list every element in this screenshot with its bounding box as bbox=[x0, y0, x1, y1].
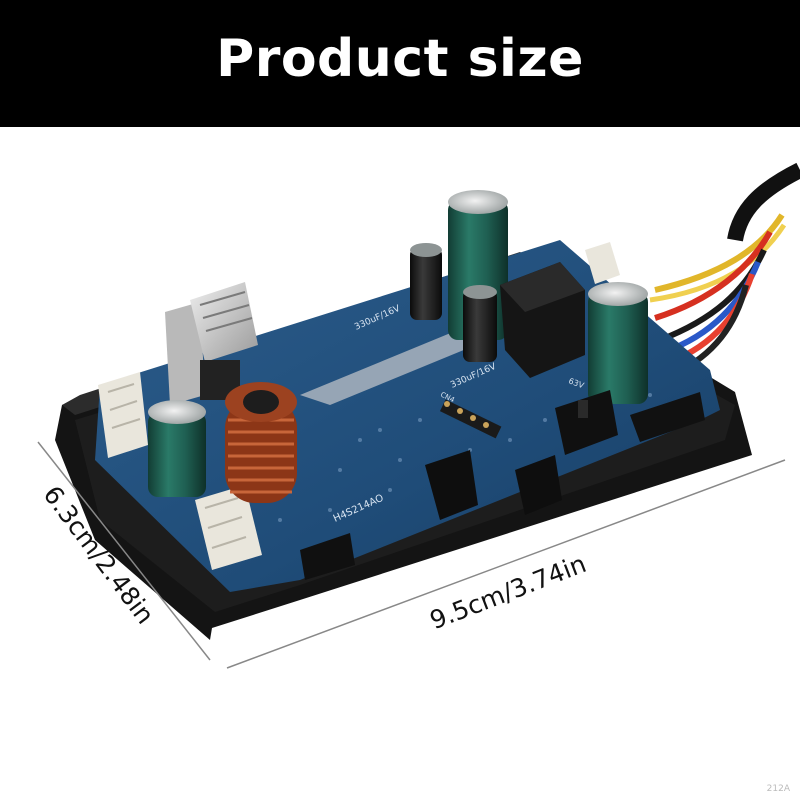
relay bbox=[500, 262, 585, 378]
height-dimension-line bbox=[37, 441, 211, 661]
width-dimension-label: 9.5cm/3.74in bbox=[426, 549, 590, 635]
capacitor-black-2 bbox=[463, 285, 497, 362]
width-dimension-line bbox=[226, 459, 786, 669]
capacitor-black-1 bbox=[410, 243, 442, 320]
board-trace bbox=[300, 325, 488, 405]
capacitor-right bbox=[588, 282, 648, 404]
pin-header bbox=[439, 399, 502, 439]
page-title: Product size bbox=[216, 28, 584, 89]
housing-clips bbox=[300, 390, 705, 580]
title-banner: Product size bbox=[0, 0, 800, 127]
inductor-coil bbox=[225, 382, 297, 503]
left-connector bbox=[98, 372, 148, 458]
bottom-connector bbox=[195, 485, 262, 570]
capacitor-left bbox=[148, 400, 206, 497]
right-connector bbox=[585, 242, 620, 284]
watermark: 212A bbox=[766, 784, 790, 794]
